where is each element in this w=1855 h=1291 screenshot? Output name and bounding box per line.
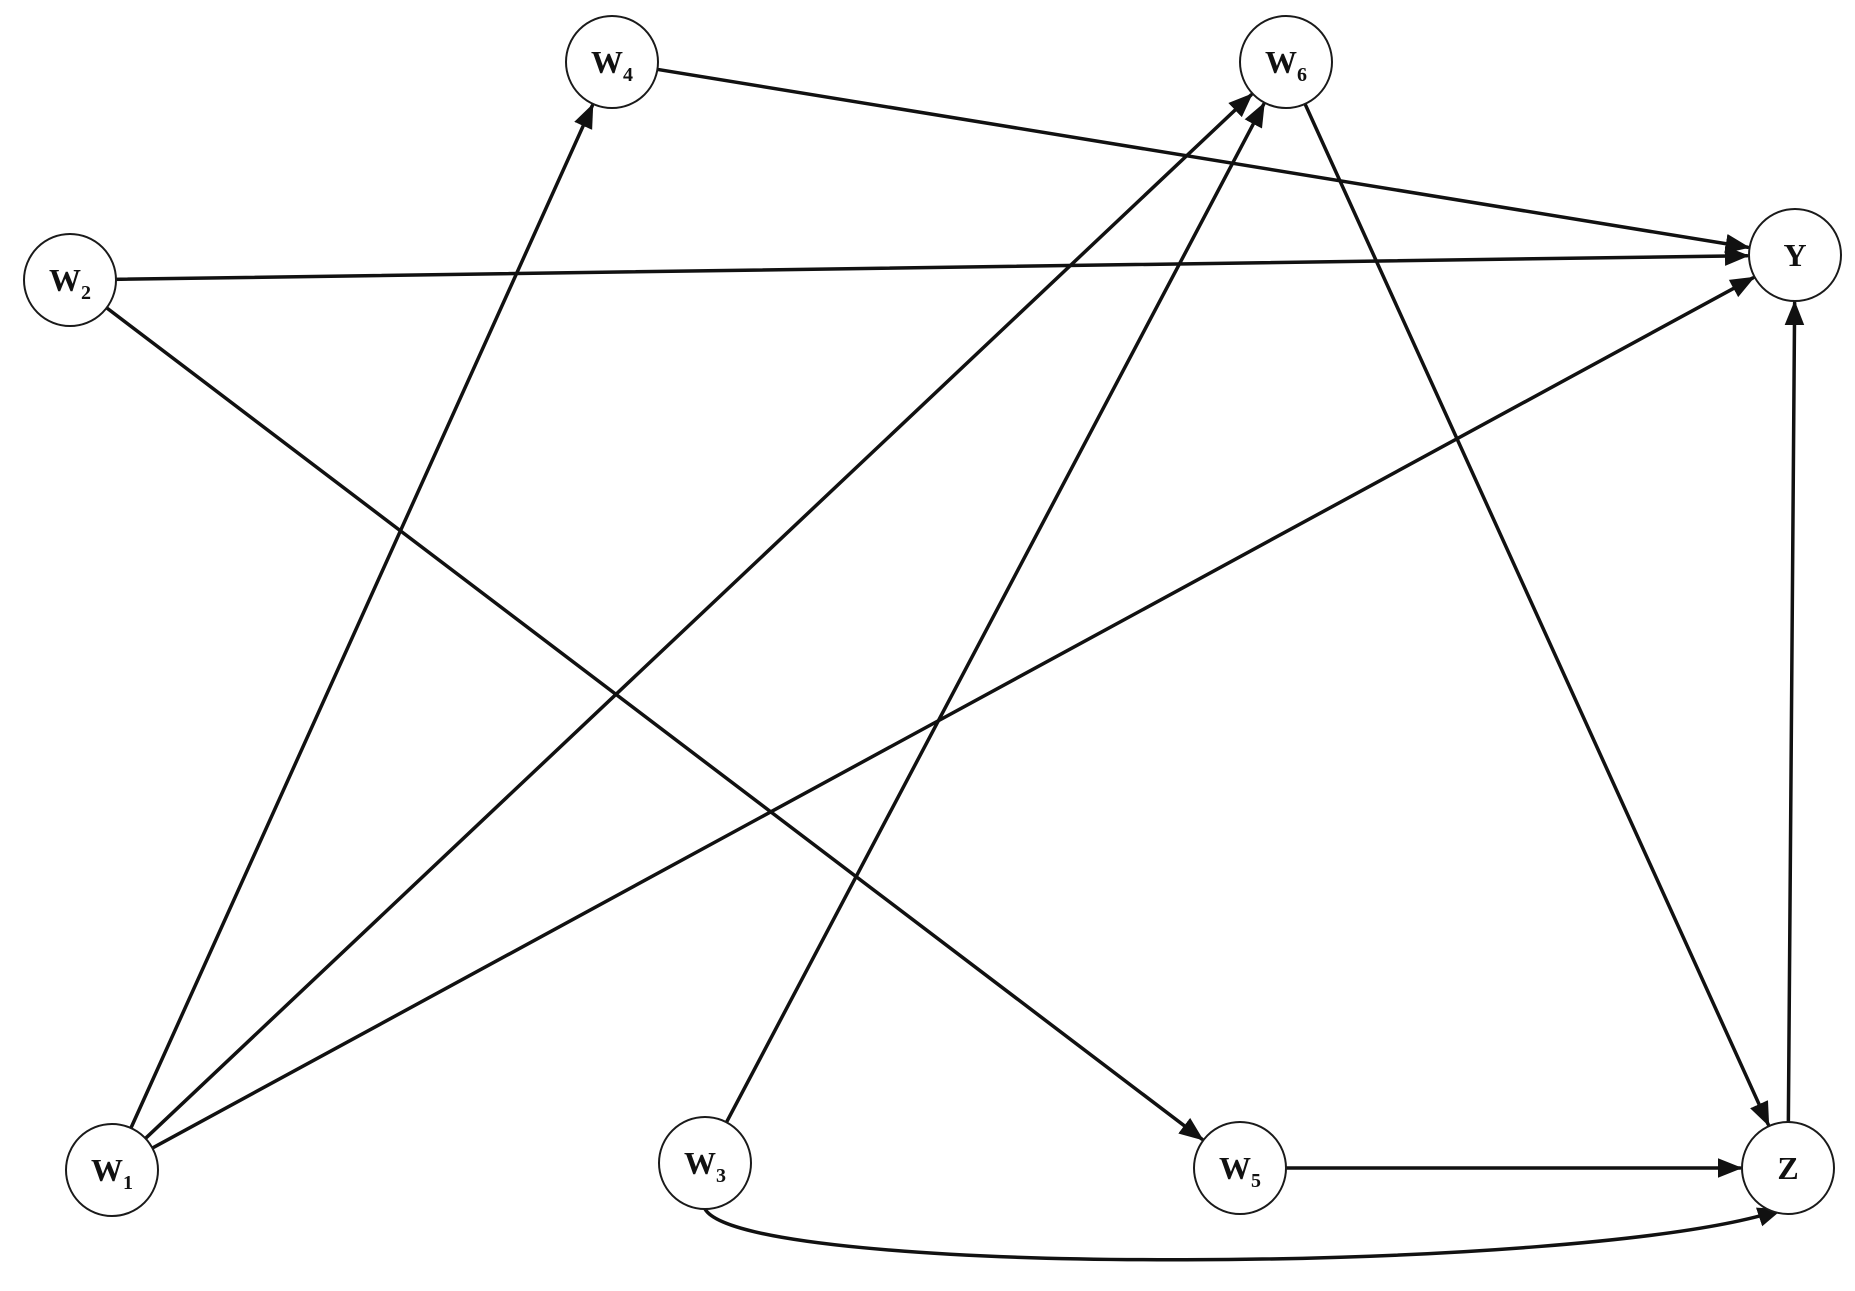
node-w3-letter: W (684, 1145, 716, 1181)
edge-w6-to-z (1302, 100, 1770, 1127)
node-y-letter: Y (1783, 237, 1806, 273)
node-w1-subscript: 1 (123, 1172, 133, 1194)
node-w4-label: W4 (591, 44, 633, 86)
edges (103, 67, 1805, 1262)
node-w2-circle (23, 233, 117, 327)
edge-w3-to-z (703, 1207, 1783, 1262)
node-w6-letter: W (1265, 44, 1297, 80)
node-y: Y (1748, 208, 1842, 302)
edge-z-to-y (1784, 300, 1805, 1126)
node-w3-circle (658, 1116, 752, 1210)
node-w6: W6 (1239, 15, 1333, 109)
node-w3: W3 (658, 1116, 752, 1210)
edge-w2-to-w5 (103, 304, 1204, 1141)
node-w4-letter: W (591, 44, 623, 80)
node-w4-subscript: 4 (623, 64, 633, 86)
edge-w1-to-w6 (142, 93, 1253, 1142)
node-w6-subscript: 6 (1297, 64, 1307, 86)
node-w1: W1 (65, 1123, 159, 1217)
node-w2-subscript: 2 (81, 282, 91, 304)
node-w2: W2 (23, 233, 117, 327)
node-w4: W4 (565, 15, 659, 109)
node-z-letter: Z (1777, 1150, 1798, 1186)
edge-w1-to-w4 (128, 103, 595, 1132)
node-w2-label: W2 (49, 262, 91, 304)
node-w6-label: W6 (1265, 44, 1307, 86)
edge-w3-to-w6 (723, 102, 1266, 1126)
node-z-label: Z (1777, 1150, 1798, 1186)
node-w1-circle (65, 1123, 159, 1217)
edge-w1-to-y (148, 276, 1755, 1151)
node-w6-circle (1239, 15, 1333, 109)
node-z: Z (1741, 1121, 1835, 1215)
node-w3-subscript: 3 (716, 1165, 726, 1187)
node-w5-circle (1193, 1121, 1287, 1215)
node-w5-letter: W (1219, 1150, 1251, 1186)
node-y-label: Y (1783, 237, 1806, 273)
node-w1-label: W1 (91, 1152, 133, 1194)
node-z-circle (1741, 1121, 1835, 1215)
node-w3-label: W3 (684, 1145, 726, 1187)
node-y-circle (1748, 208, 1842, 302)
edge-w4-to-y (653, 67, 1751, 254)
node-w2-letter: W (49, 262, 81, 298)
node-w5-subscript: 5 (1251, 1170, 1261, 1192)
node-w4-circle (565, 15, 659, 109)
node-w5: W5 (1193, 1121, 1287, 1215)
edge-w2-to-y (112, 246, 1750, 282)
node-w5-label: W5 (1219, 1150, 1261, 1192)
node-w1-letter: W (91, 1152, 123, 1188)
